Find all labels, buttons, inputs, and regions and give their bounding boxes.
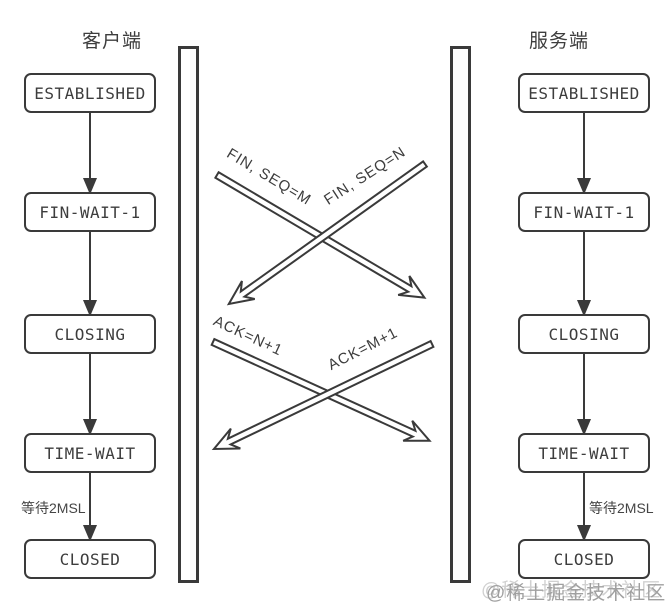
client-state-closed: CLOSED xyxy=(24,539,156,579)
server-state-established: ESTABLISHED xyxy=(518,73,650,113)
server-transition-arrow-4 xyxy=(576,473,592,542)
client-transition-arrow-2 xyxy=(82,232,98,317)
client-title: 客户端 xyxy=(81,31,142,52)
ack-arrow-server-to-client xyxy=(211,339,435,450)
client-transition-arrow-1 xyxy=(82,113,98,195)
ack-arrow-client-to-server xyxy=(210,337,432,442)
client-wait-2msl-label: 等待2MSL xyxy=(21,500,86,516)
server-state-fin-wait-1: FIN-WAIT-1 xyxy=(518,192,650,232)
client-state-closing: CLOSING xyxy=(24,314,156,354)
server-transition-arrow-2 xyxy=(576,232,592,317)
watermark: @稀土掘金技术社区 xyxy=(486,583,667,604)
server-transition-arrow-3 xyxy=(576,354,592,436)
client-state-established: ESTABLISHED xyxy=(24,73,156,113)
server-state-closed: CLOSED xyxy=(518,539,650,579)
client-state-fin-wait-1: FIN-WAIT-1 xyxy=(24,192,156,232)
client-state-time-wait: TIME-WAIT xyxy=(24,433,156,473)
server-wait-2msl-label: 等待2MSL xyxy=(589,500,654,516)
server-state-closing: CLOSING xyxy=(518,314,650,354)
client-transition-arrow-4 xyxy=(82,473,98,542)
server-state-time-wait: TIME-WAIT xyxy=(518,433,650,473)
server-title: 服务端 xyxy=(528,31,589,52)
fin-arrow-server-to-client xyxy=(226,160,429,306)
client-timeline-bar xyxy=(178,46,199,583)
client-transition-arrow-3 xyxy=(82,354,98,436)
server-timeline-bar xyxy=(450,46,471,583)
server-transition-arrow-1 xyxy=(576,113,592,195)
